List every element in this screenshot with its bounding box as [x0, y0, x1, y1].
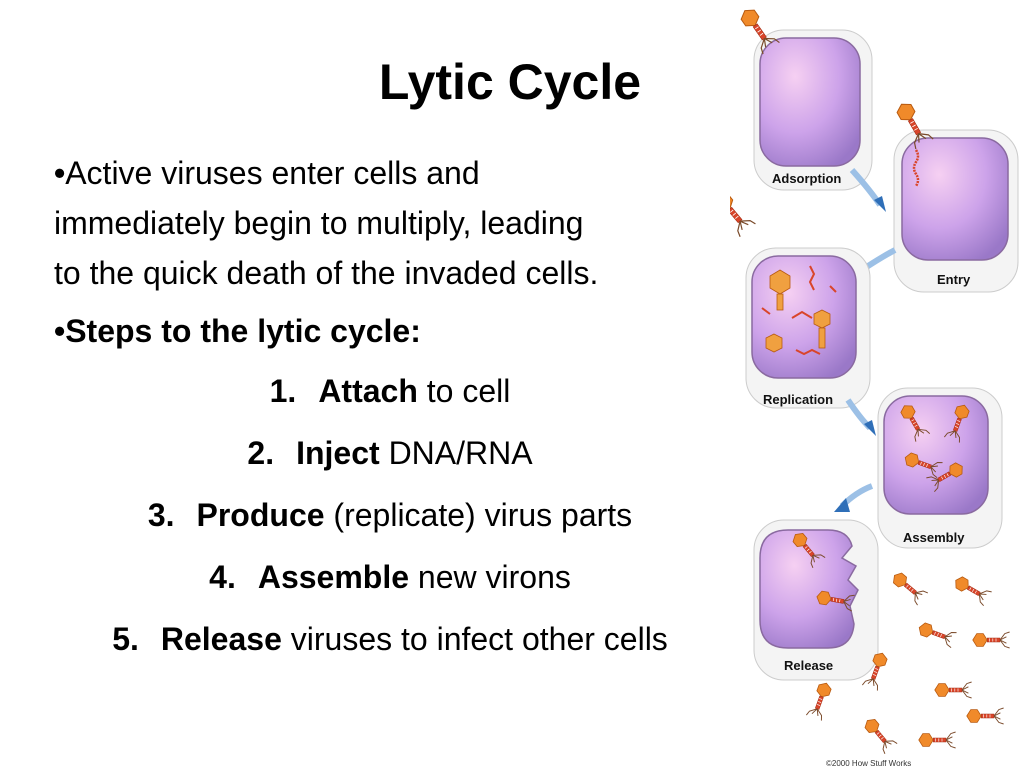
intro-text-1: Active viruses enter cells and — [65, 155, 480, 191]
steps-heading-text: Steps to the lytic cycle: — [65, 313, 421, 349]
phage-icon — [888, 568, 929, 606]
assembly-label: Assembly — [903, 530, 965, 545]
step-rest: (replicate) virus parts — [324, 497, 633, 533]
intro-line-1: •Active viruses enter cells and — [54, 148, 734, 198]
intro-line-2: immediately begin to multiply, leading — [54, 205, 584, 241]
step-verb: Assemble — [257, 559, 410, 595]
intro-line-3: to the quick death of the invaded cells. — [54, 255, 599, 291]
step-number: 4. — [209, 559, 236, 595]
bullet-dot: • — [54, 155, 66, 191]
step-rest: DNA/RNA — [379, 435, 533, 471]
step-number: 2. — [247, 435, 275, 471]
steps-heading: •Steps to the lytic cycle: — [54, 306, 421, 356]
step-number: 3. — [147, 497, 175, 533]
step-rest: new virons — [409, 559, 571, 595]
arrow-icon — [849, 167, 886, 212]
step-number: 5. — [112, 621, 139, 657]
phage-icon — [730, 188, 757, 238]
step-number: 1. — [269, 373, 297, 409]
phage-icon — [972, 631, 1011, 649]
replication-label: Replication — [763, 392, 833, 407]
lytic-cycle-diagram: Adsorption Entry — [730, 4, 1019, 768]
intro-bullet: •Active viruses enter cells and immediat… — [54, 148, 734, 298]
slide-title: Lytic Cycle — [378, 54, 642, 110]
step-item: 4. Assemble new virons — [0, 552, 780, 602]
arrow-icon — [845, 398, 876, 436]
step-item: 2. Inject DNA/RNA — [0, 428, 780, 478]
step-item: 1. Attach to cell — [0, 366, 780, 416]
adsorption-label: Adsorption — [772, 171, 841, 186]
entry-stage: Entry — [892, 98, 1019, 293]
step-rest: to cell — [417, 373, 511, 409]
step-verb: Produce — [196, 497, 325, 533]
release-stage: Release — [753, 519, 879, 681]
assembly-stage: Assembly — [877, 387, 1003, 549]
step-verb: Release — [160, 621, 282, 657]
replication-stage: Replication — [745, 247, 871, 409]
step-verb: Attach — [318, 373, 418, 409]
entry-label: Entry — [937, 272, 971, 287]
adsorption-stage: Adsorption — [736, 4, 873, 191]
phage-icon — [805, 680, 835, 722]
copyright-text: ©2000 How Stuff Works — [826, 759, 911, 768]
phage-icon — [918, 731, 957, 749]
phage-icon — [934, 681, 973, 699]
phage-icon — [916, 619, 958, 649]
step-item: 5. Release viruses to infect other cells — [0, 614, 780, 664]
step-rest: viruses to infect other cells — [281, 621, 668, 657]
phage-icon — [860, 714, 898, 755]
arrow-icon — [834, 483, 874, 512]
phage-icon — [951, 572, 993, 607]
release-label: Release — [784, 658, 833, 673]
step-verb: Inject — [296, 435, 380, 471]
phage-icon — [966, 707, 1005, 725]
step-item: 3. Produce (replicate) virus parts — [0, 490, 780, 540]
bullet-dot: • — [54, 313, 66, 349]
